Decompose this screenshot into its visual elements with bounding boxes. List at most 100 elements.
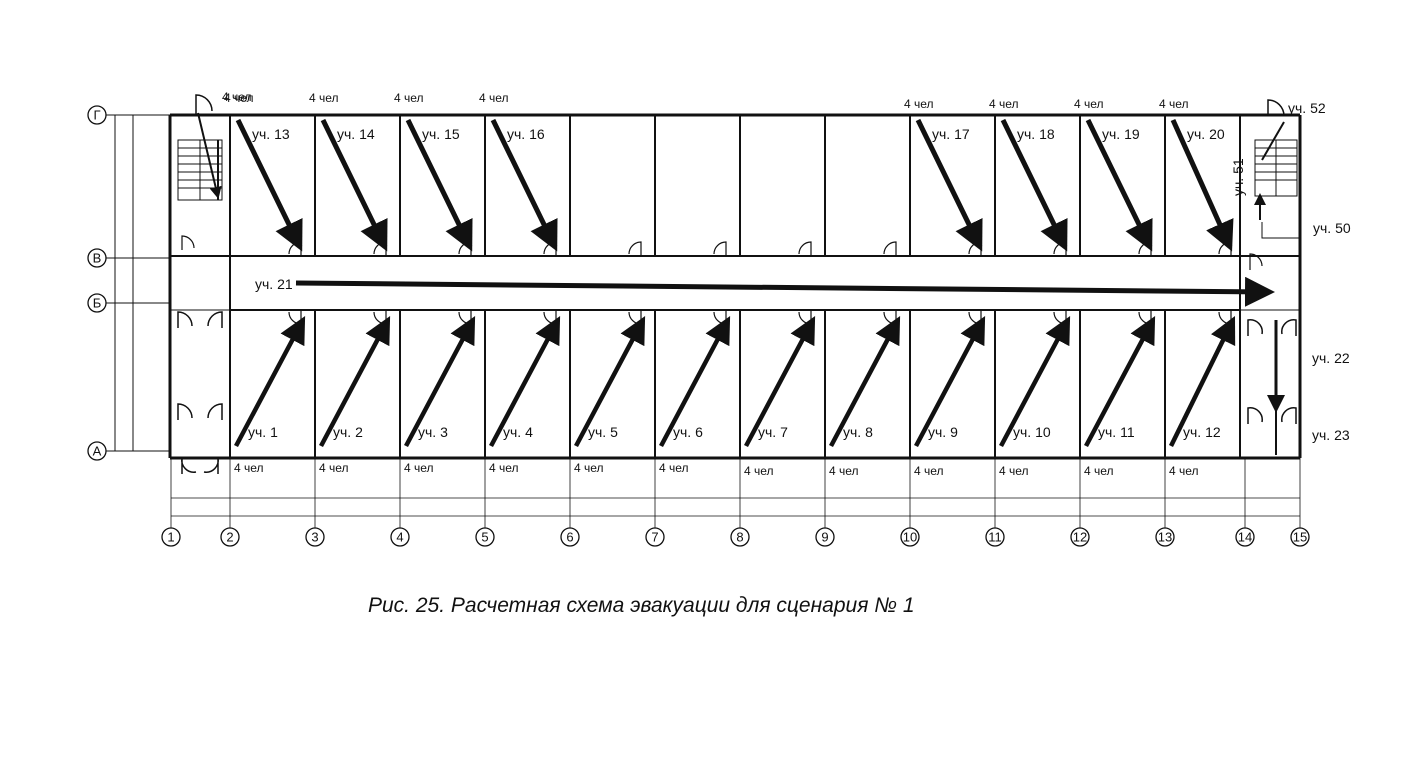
row-axis-label: Г: [93, 108, 100, 123]
right-stair-lower-door: [1249, 253, 1263, 270]
room-flow-arrow-bottom: [659, 316, 731, 448]
column-axis-marker: [730, 527, 750, 547]
room-flow-arrow-top: [915, 118, 983, 252]
room-door-top: [713, 241, 727, 256]
column-axis-marker: [475, 527, 495, 547]
column-axis-label: 1: [167, 530, 174, 545]
room-people-top: 4 чел: [1159, 97, 1189, 111]
room-people-top: 4 чел: [989, 97, 1019, 111]
column-axis-label: 8: [736, 530, 743, 545]
room-door-top: [883, 241, 897, 256]
room-label-bottom: уч. 11: [1098, 424, 1135, 440]
room-label-bottom: уч. 7: [758, 424, 788, 440]
column-axis-label: 15: [1293, 530, 1307, 545]
room-label-bottom: уч. 9: [928, 424, 958, 440]
room-people-bottom: 4 чел: [404, 461, 434, 475]
column-axis-label: 2: [226, 530, 233, 545]
room-label-top: уч. 16: [507, 126, 545, 142]
room-label-bottom: уч. 8: [843, 424, 873, 440]
room-label-top: уч. 15: [422, 126, 460, 142]
room-door-bottom: [1138, 310, 1152, 325]
column-axis-marker: [1290, 527, 1310, 547]
room-people-bottom: 4 чел: [1084, 464, 1114, 478]
left-stair-door: [195, 94, 213, 115]
right-exit-door-2: [1247, 407, 1297, 424]
room-flow-arrow-top: [405, 118, 473, 252]
room-people-bottom: 4 чел: [1169, 464, 1199, 478]
label-u50: уч. 50: [1313, 220, 1351, 236]
label-u23: уч. 23: [1312, 427, 1350, 443]
row-axis-label: В: [93, 251, 102, 266]
right-stair-steps: [1254, 139, 1298, 197]
room-flow-arrow-bottom: [574, 316, 646, 448]
room-people-bottom: 4 чел: [319, 461, 349, 475]
room-door-bottom: [458, 310, 472, 325]
room-door-bottom: [1053, 310, 1067, 325]
column-axis-label: 12: [1073, 530, 1087, 545]
column-axis-marker: [985, 527, 1005, 547]
room-door-top: [798, 241, 812, 256]
room-door-bottom: [798, 310, 812, 325]
room-people-top: 4 чел: [309, 91, 339, 105]
figure-caption: Рис. 25. Расчетная схема эвакуации для с…: [368, 594, 915, 617]
room-flow-arrow-bottom: [319, 316, 391, 448]
room-labels: уч. 13 4 чел уч. 14 4 чел уч. 15 4 чел уч. 16 4…: [224, 91, 1225, 478]
room-door-bottom: [373, 310, 387, 325]
column-axis-marker: [1070, 527, 1090, 547]
room-label-bottom: уч. 5: [588, 424, 618, 440]
column-axis-label: 9: [821, 530, 828, 545]
room-label-bottom: уч. 12: [1183, 424, 1221, 440]
room-people-top: 4 чел: [1074, 97, 1104, 111]
room-label-bottom: уч. 3: [418, 424, 448, 440]
left-stair-lower-door: [181, 235, 195, 250]
room-label-top: уч. 17: [932, 126, 970, 142]
room-door-bottom: [713, 310, 727, 325]
left-stair-people: 4 чел: [222, 90, 252, 104]
room-flow-arrow-top: [235, 118, 303, 252]
right-stairwell: уч. 52 уч. 50 уч. 51 уч. 22 уч. 23: [1230, 99, 1351, 455]
room-flow-arrow-top: [1000, 118, 1068, 252]
room-people-bottom: 4 чел: [659, 461, 689, 475]
column-axis-marker: [645, 527, 665, 547]
room-people-bottom: 4 чел: [744, 464, 774, 478]
room-door-bottom: [1218, 310, 1232, 325]
room-flow-arrow-bottom: [489, 316, 561, 448]
column-axis-marker: [305, 527, 325, 547]
room-label-top: уч. 18: [1017, 126, 1055, 142]
column-axis-label: 11: [988, 530, 1002, 545]
row-axis-label: Б: [93, 296, 102, 311]
room-label-bottom: уч. 1: [248, 424, 278, 440]
room-people-bottom: 4 чел: [999, 464, 1029, 478]
column-axis-marker: [390, 527, 410, 547]
room-flow-arrow-bottom: [999, 316, 1071, 448]
room-people-top: 4 чел: [224, 91, 254, 105]
room-label-top: уч. 14: [337, 126, 375, 142]
column-axis-label: 5: [481, 530, 488, 545]
room-label-bottom: уч. 10: [1013, 424, 1051, 440]
row-axis-label: А: [93, 444, 102, 459]
room-flow-arrow-bottom: [744, 316, 816, 448]
room-label-bottom: уч. 2: [333, 424, 363, 440]
left-stair-arrow: [197, 112, 222, 199]
label-corridor: уч. 21: [255, 276, 293, 292]
room-door-bottom: [968, 310, 982, 325]
left-exit-door-2: [177, 403, 223, 420]
room-label-top: уч. 19: [1102, 126, 1140, 142]
room-people-bottom: 4 чел: [574, 461, 604, 475]
room-label-top: уч. 13: [252, 126, 290, 142]
evacuation-flows: [234, 118, 1236, 448]
room-flow-arrow-bottom: [1168, 315, 1236, 447]
column-axis-marker: [900, 527, 920, 547]
column-axis-marker: [815, 527, 835, 547]
room-door-bottom: [883, 310, 897, 325]
room-label-top: уч. 20: [1187, 126, 1225, 142]
building-walls: [168, 113, 1302, 460]
label-u52: уч. 52: [1288, 100, 1326, 116]
corridor: уч. 21: [255, 276, 1275, 307]
room-people-bottom: 4 чел: [829, 464, 859, 478]
column-axis-marker: [1235, 527, 1255, 547]
room-people-bottom: 4 чел: [489, 461, 519, 475]
column-axis-label: 3: [311, 530, 318, 545]
room-door-bottom: [543, 310, 557, 325]
